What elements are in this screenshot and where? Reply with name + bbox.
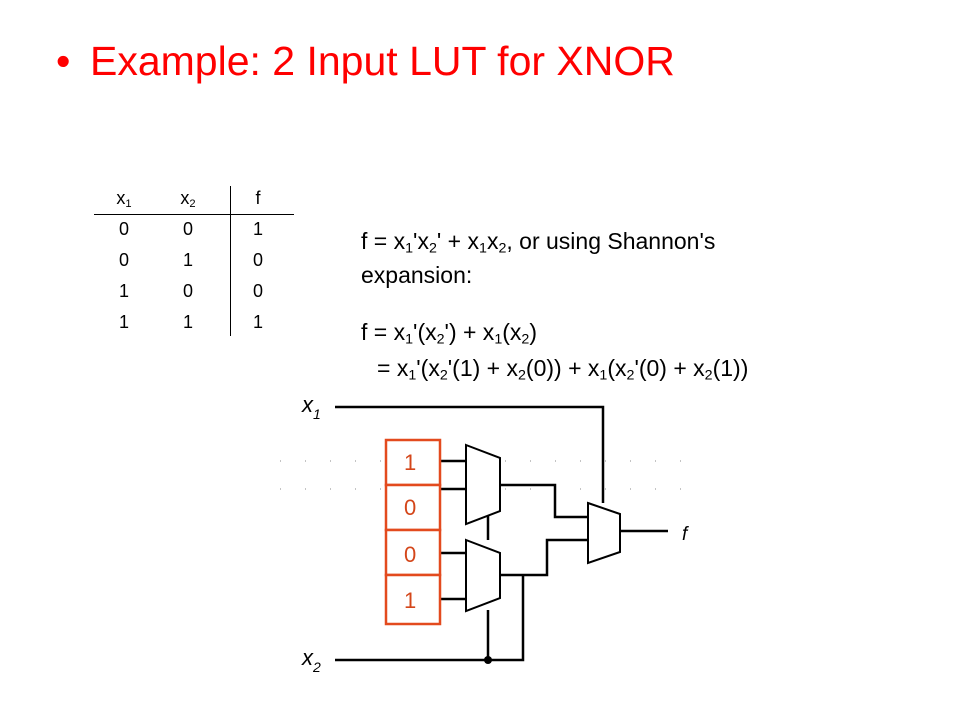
lut-value: 1 — [404, 588, 416, 613]
lut-cell-3 — [384, 573, 442, 626]
slide-title: • Example: 2 Input LUT for XNOR — [56, 38, 675, 85]
tt-header-f: f — [255, 188, 261, 208]
tt-cell: 1 — [118, 312, 129, 332]
mux2-output-wire — [500, 538, 588, 577]
equation-shannon-line1: f = x1'(x2') + x1(x2) — [361, 319, 538, 348]
tt-cell: 0 — [118, 219, 129, 239]
tt-cell: 1 — [252, 219, 263, 239]
x2-input-wire — [335, 576, 525, 662]
tt-cell: 0 — [252, 250, 263, 270]
input-x2-label: x2 — [301, 645, 321, 675]
tt-header-divider — [94, 214, 294, 215]
lut-value: 0 — [404, 542, 416, 567]
tt-cell: 0 — [118, 250, 129, 270]
tt-column-divider — [230, 186, 231, 336]
tt-cell: 0 — [182, 281, 193, 301]
equation-shannon-line2: = x1'(x2'(1) + x2(0)) + x1(x2'(0) + x2(1… — [377, 355, 749, 384]
tt-cell: 0 — [182, 219, 193, 239]
x1-input-wire — [335, 405, 605, 503]
equation-expansion-label: expansion: — [361, 262, 473, 288]
mux-top — [465, 443, 501, 526]
tt-header-x2: x2 — [180, 188, 196, 210]
title-text: Example: 2 Input LUT for XNOR — [90, 38, 675, 84]
mux-bottom — [465, 538, 501, 613]
mux-output — [587, 501, 621, 565]
lut-value: 1 — [404, 450, 416, 475]
tt-cell: 1 — [182, 250, 193, 270]
tt-cell: 1 — [118, 281, 129, 301]
tt-cell: 1 — [182, 312, 193, 332]
title-bullet: • — [56, 38, 71, 84]
tt-cell: 1 — [252, 312, 263, 332]
lut-value: 0 — [404, 495, 416, 520]
mux1-output-wire — [500, 483, 588, 519]
output-f-label: f — [682, 524, 689, 545]
junction-dot — [484, 656, 492, 664]
lut-cell-0 — [384, 438, 442, 487]
input-x1-label: x1 — [301, 392, 321, 422]
lut-cell-1 — [384, 483, 442, 532]
tt-cell: 0 — [252, 281, 263, 301]
equation-sop: f = x1'x2' + x1x2, or using Shannon's — [361, 228, 716, 257]
lut-cell-2 — [384, 528, 442, 577]
tt-header-x1: x1 — [116, 188, 132, 210]
